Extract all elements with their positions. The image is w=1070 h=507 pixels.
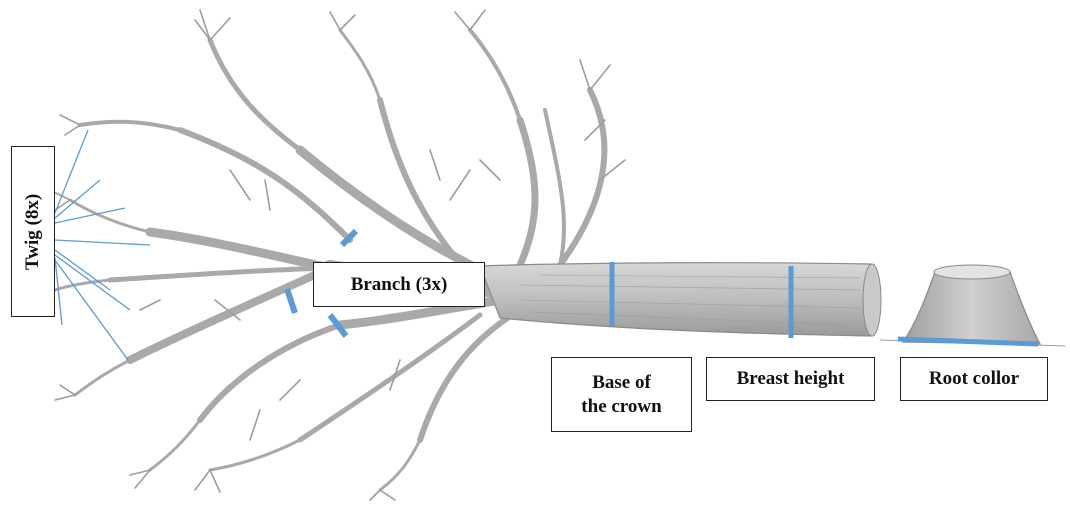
- twig-label: Twig (8x): [11, 146, 55, 317]
- root-collar-label-text: Root collor: [929, 367, 1019, 391]
- twig-label-text: Twig (8x): [21, 193, 45, 269]
- twig-marker-lines: [55, 130, 150, 360]
- base-of-crown-line1: Base of: [581, 371, 661, 395]
- root-collar-label: Root collor: [900, 357, 1048, 401]
- breast-height-label-text: Breast height: [737, 367, 845, 391]
- base-of-crown-label: Base of the crown: [551, 357, 692, 432]
- base-of-crown-line2: the crown: [581, 395, 661, 419]
- tree-stump-icon: [880, 265, 1065, 346]
- branch-label-text: Branch (3x): [351, 273, 448, 297]
- breast-height-label: Breast height: [706, 357, 875, 401]
- trunk: [480, 263, 881, 336]
- branch-label: Branch (3x): [313, 262, 485, 307]
- crown-branches: [35, 10, 625, 500]
